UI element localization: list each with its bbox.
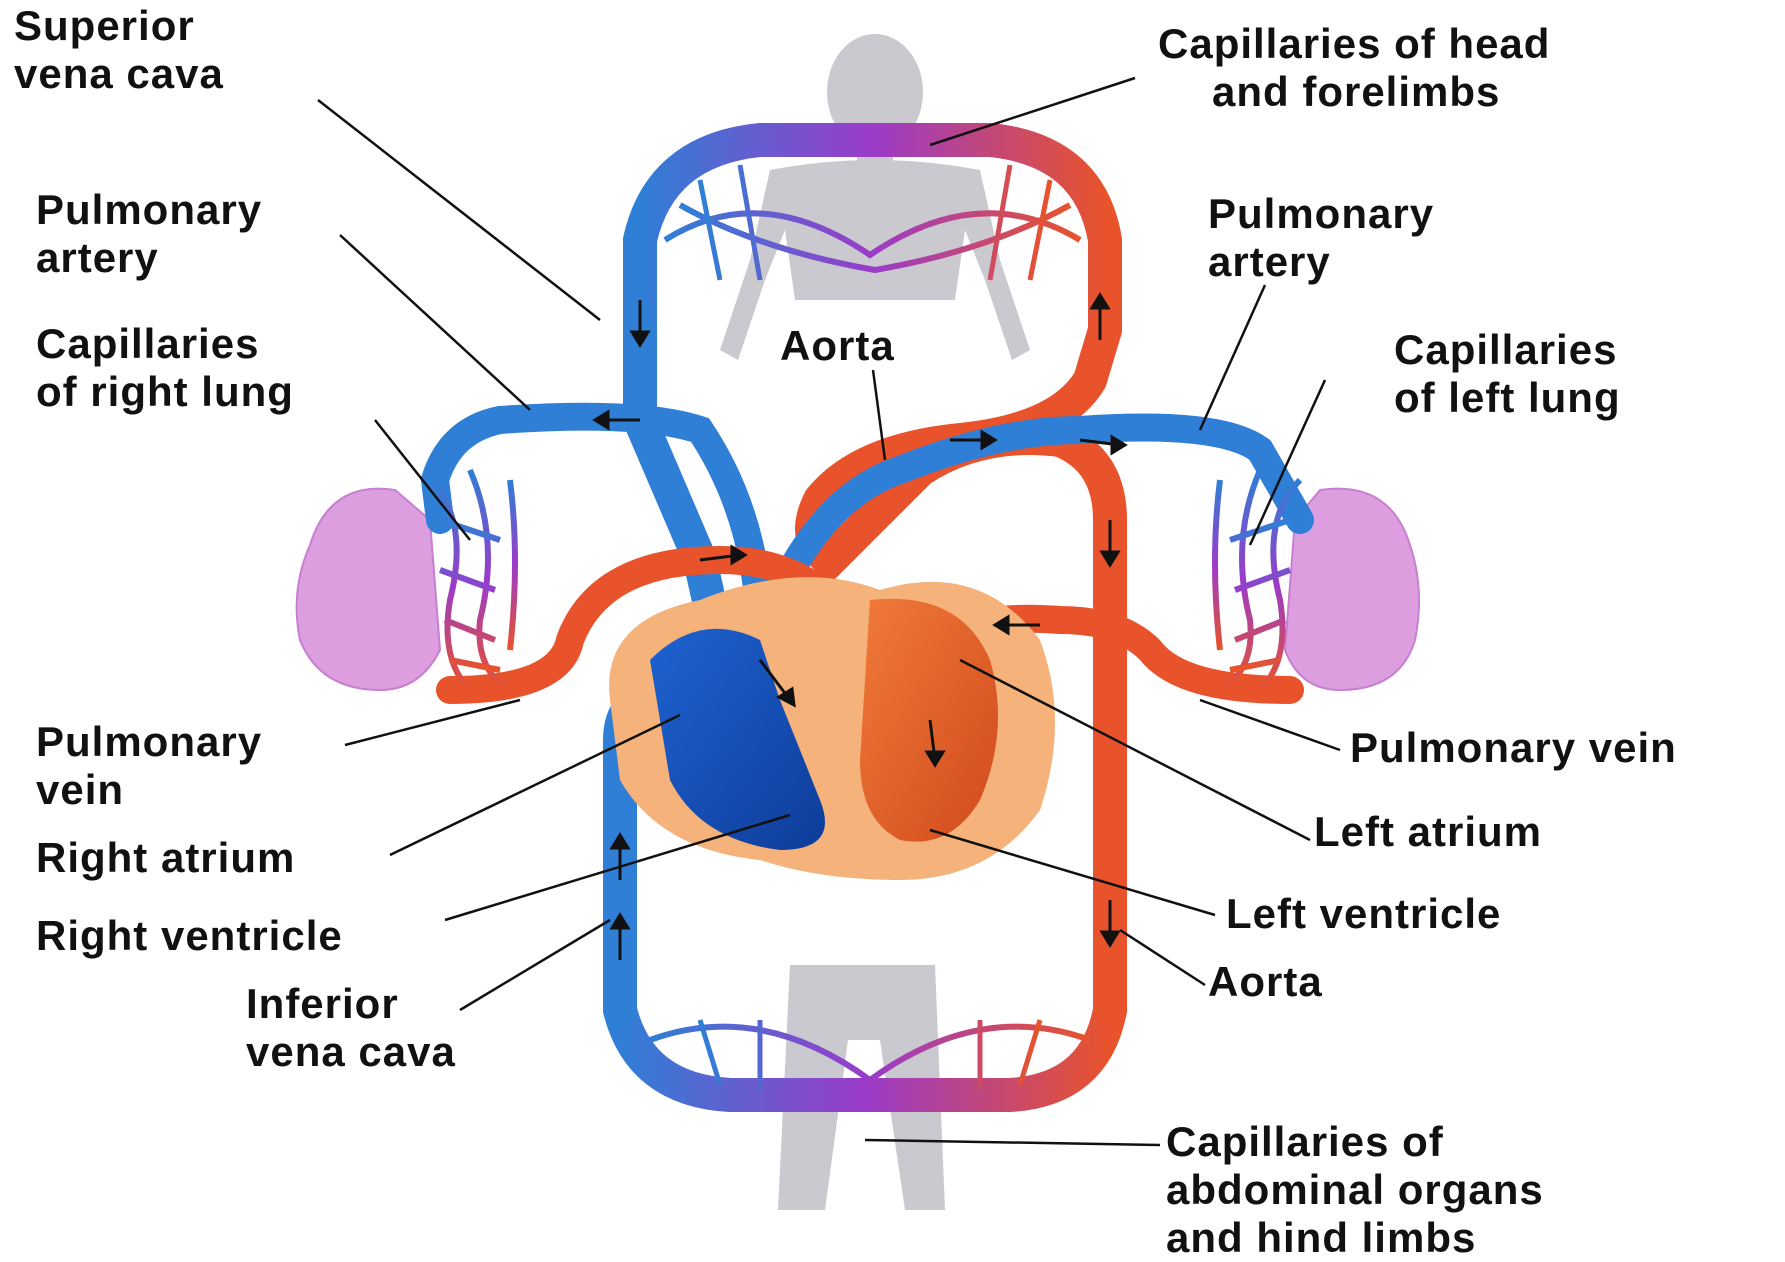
label-pulmonary-vein-right: Pulmonary vein xyxy=(1350,724,1677,772)
label-right-ventricle: Right ventricle xyxy=(36,912,343,960)
heart xyxy=(609,577,1055,880)
upper-body-silhouette xyxy=(720,34,1030,360)
label-left-ventricle: Left ventricle xyxy=(1226,890,1501,938)
label-aorta-top: Aorta xyxy=(780,322,895,370)
label-aorta-bottom: Aorta xyxy=(1208,958,1323,1006)
label-left-atrium: Left atrium xyxy=(1314,808,1542,856)
label-right-atrium: Right atrium xyxy=(36,834,295,882)
right-lung xyxy=(297,489,440,690)
